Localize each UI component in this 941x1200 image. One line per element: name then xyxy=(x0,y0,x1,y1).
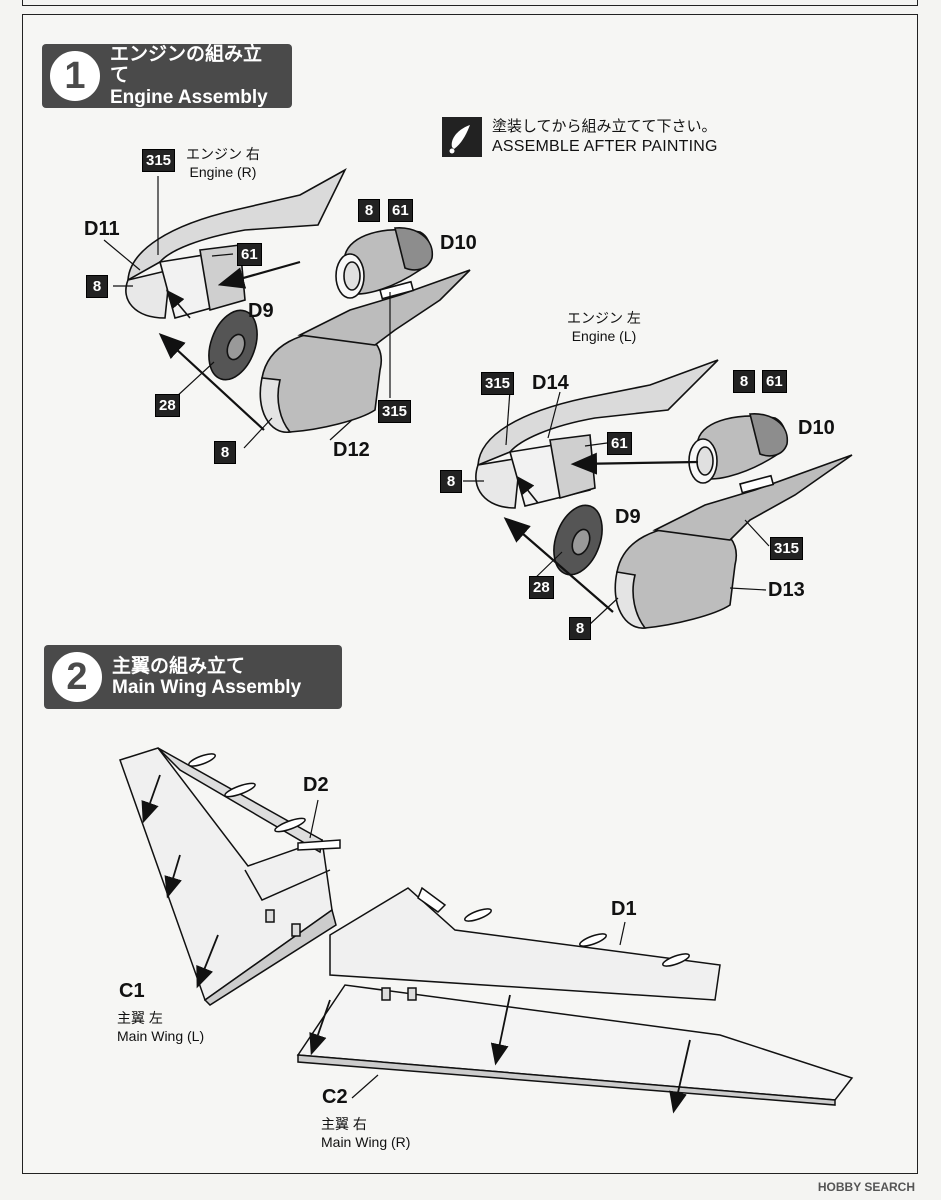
part-d11: D11 xyxy=(84,218,120,240)
color-callout-61: 61 xyxy=(607,432,632,455)
engine-l-drawing xyxy=(463,359,853,629)
color-callout-61: 61 xyxy=(762,370,787,393)
color-callout-315: 315 xyxy=(481,372,515,395)
wing-l-label-jp: 主翼 左 xyxy=(117,1010,163,1026)
wing-r-drawing xyxy=(296,886,854,1114)
color-callout-8: 8 xyxy=(214,441,236,464)
paint-brush-icon xyxy=(442,117,482,158)
part-d9: D9 xyxy=(248,300,274,322)
wing-r-label: 主翼 右 Main Wing (R) xyxy=(321,1116,410,1151)
part-c2: C2 xyxy=(322,1086,348,1108)
page-top-border xyxy=(22,0,918,6)
color-callout-315: 315 xyxy=(142,149,176,172)
step-1-banner: 1 エンジンの組み立て Engine Assembly xyxy=(42,44,292,108)
step-title-en: Main Wing Assembly xyxy=(112,677,302,698)
color-callout-61: 61 xyxy=(237,243,262,266)
wing-r-label-jp: 主翼 右 xyxy=(321,1116,367,1132)
step-title-en: Engine Assembly xyxy=(110,86,268,108)
color-callout-28: 28 xyxy=(529,576,554,599)
step-number: 1 xyxy=(50,51,100,101)
part-d12: D12 xyxy=(333,439,370,461)
paint-note-jp: 塗装してから組み立てて下さい。 xyxy=(492,118,717,135)
engine-l-label-jp: エンジン 左 xyxy=(567,310,641,326)
engine-r-label-en: Engine (R) xyxy=(189,163,257,180)
engine-r-drawing xyxy=(103,168,471,449)
step-title-jp: 主翼の組み立て xyxy=(112,655,246,677)
color-callout-28: 28 xyxy=(155,394,180,417)
engine-l-label: エンジン 左 Engine (L) xyxy=(556,310,652,345)
part-c1: C1 xyxy=(119,980,145,1002)
color-callout-61: 61 xyxy=(388,199,413,222)
part-d10: D10 xyxy=(798,417,835,439)
part-d14: D14 xyxy=(532,372,569,394)
step-2-banner: 2 主翼の組み立て Main Wing Assembly xyxy=(44,645,342,709)
paint-note: 塗装してから組み立てて下さい。 ASSEMBLE AFTER PAINTING xyxy=(442,117,718,158)
part-d10: D10 xyxy=(440,232,477,254)
wing-l-drawing xyxy=(119,747,341,1006)
wing-l-label-en: Main Wing (L) xyxy=(117,1027,205,1044)
color-callout-8: 8 xyxy=(569,617,591,640)
color-callout-8: 8 xyxy=(733,370,755,393)
step-title-jp: エンジンの組み立て xyxy=(110,44,263,87)
color-callout-8: 8 xyxy=(358,199,380,222)
engine-r-label-jp: エンジン 右 xyxy=(186,146,260,162)
watermark: HOBBY SEARCH xyxy=(817,1180,915,1194)
color-callout-8: 8 xyxy=(440,470,462,493)
part-d1: D1 xyxy=(611,898,637,920)
part-d9: D9 xyxy=(615,506,641,528)
engine-l-label-en: Engine (L) xyxy=(571,327,637,344)
color-callout-315: 315 xyxy=(770,537,804,560)
color-callout-315: 315 xyxy=(378,400,412,423)
paint-note-en: ASSEMBLE AFTER PAINTING xyxy=(492,137,718,155)
part-d2: D2 xyxy=(303,774,329,796)
wing-l-label: 主翼 左 Main Wing (L) xyxy=(117,1010,204,1045)
wing-r-label-en: Main Wing (R) xyxy=(321,1133,411,1150)
part-d13: D13 xyxy=(768,579,805,601)
instruction-sheet xyxy=(22,14,918,1174)
step-number: 2 xyxy=(52,652,102,702)
color-callout-8: 8 xyxy=(86,275,108,298)
engine-r-label: エンジン 右 Engine (R) xyxy=(178,146,268,181)
